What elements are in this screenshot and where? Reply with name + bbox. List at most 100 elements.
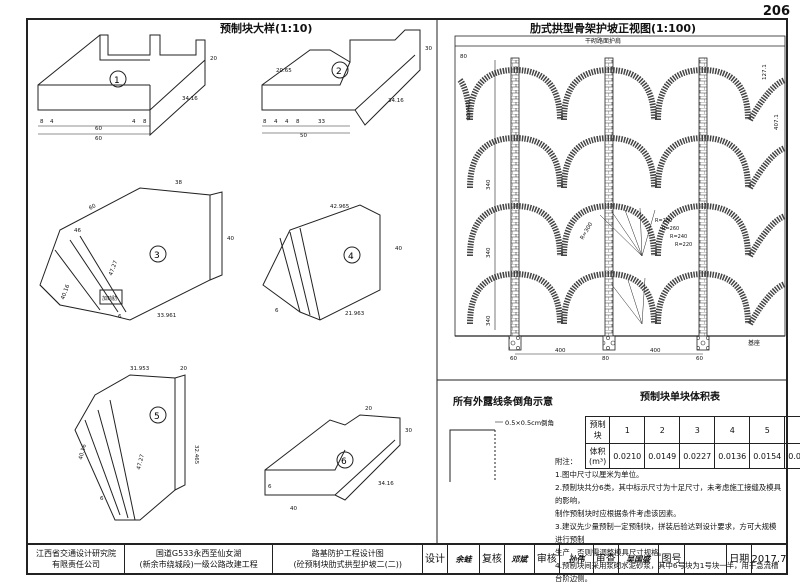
note-line: 2.预制块共分6类，其中标示尺寸为十足尺寸，未考虑施工接缝及模具的影响，: [555, 481, 783, 507]
svg-text:38: 38: [175, 180, 182, 186]
svg-text:4: 4: [50, 119, 54, 125]
svg-text:R=220: R=220: [675, 242, 692, 248]
svg-text:47.27: 47.27: [136, 453, 146, 470]
svg-text:400: 400: [650, 348, 661, 354]
block-id-1: 1: [114, 76, 120, 86]
svg-text:46: 46: [74, 228, 81, 234]
note-line: 制作预制块时应根据条件考虑该因素。: [555, 507, 783, 520]
svg-text:31.953: 31.953: [130, 366, 150, 372]
svg-text:34.16: 34.16: [378, 481, 394, 487]
svg-text:20: 20: [365, 406, 372, 412]
review-label: 复核: [480, 545, 505, 573]
svg-text:80: 80: [602, 356, 609, 362]
arch-rows: [460, 70, 785, 324]
table-header-cell: 预制块: [586, 417, 610, 444]
svg-text:R=280: R=280: [655, 218, 672, 224]
svg-text:42.965: 42.965: [330, 204, 350, 210]
svg-text:R=260: R=260: [662, 226, 679, 232]
svg-text:60: 60: [696, 356, 703, 362]
note-line: 附注：: [555, 455, 783, 468]
svg-text:340: 340: [486, 179, 492, 190]
svg-text:30: 30: [405, 428, 412, 434]
block-4-dims: 42.965 40 6 21.963: [275, 204, 402, 317]
chamfer-label: 0.5×0.5cm倒角: [505, 418, 554, 427]
chamfer-detail: [450, 422, 503, 482]
design-signature: 余蛙: [448, 545, 480, 573]
review-signature: 邓斌: [505, 545, 535, 573]
svg-text:80: 80: [460, 54, 467, 60]
svg-text:32.465: 32.465: [193, 445, 199, 465]
svg-text:8: 8: [263, 119, 267, 125]
svg-text:8: 8: [143, 119, 147, 125]
svg-text:21.963: 21.963: [345, 311, 365, 317]
block-1-dims: 8 4 4 8 60 60 34.16 20: [40, 56, 217, 142]
svg-text:400: 400: [555, 348, 566, 354]
svg-text:40.16: 40.16: [60, 283, 71, 300]
svg-text:R=240: R=240: [670, 234, 687, 240]
svg-text:407.1: 407.1: [774, 114, 780, 130]
block-id-2: 2: [336, 67, 342, 77]
svg-text:33.961: 33.961: [157, 313, 176, 319]
svg-text:20: 20: [180, 366, 187, 372]
figure-number: [685, 545, 727, 573]
figure-label: 图号: [659, 545, 686, 573]
svg-text:8: 8: [40, 119, 44, 125]
audit-signature: 孙伟: [560, 545, 594, 573]
svg-text:4: 4: [274, 119, 278, 125]
svg-text:40: 40: [395, 246, 402, 252]
design-label: 设计: [423, 545, 448, 573]
table-cell: 6: [785, 417, 800, 444]
svg-text:60: 60: [95, 136, 102, 142]
org-cell: 江西省交通设计研究院 有限责任公司: [28, 545, 125, 573]
elevation-drawing: [455, 36, 785, 354]
note-line: 3.建议先少量预制一定预制块，拼装后验达到设计要求，方可大规模进行预制: [555, 520, 783, 546]
svg-text:34.16: 34.16: [388, 98, 404, 104]
svg-text:6: 6: [275, 308, 279, 314]
project-cell: 国道G533永西至仙女湖 (新余市绕城段)一级公路改建工程: [125, 545, 273, 573]
svg-text:20: 20: [210, 56, 217, 62]
svg-text:33: 33: [318, 119, 325, 125]
svg-text:40: 40: [290, 506, 297, 512]
block-4: [263, 205, 380, 320]
table-cell: 5: [750, 417, 785, 444]
table-cell: 2: [645, 417, 680, 444]
svg-text:8: 8: [296, 119, 300, 125]
table-cell: 3: [680, 417, 715, 444]
svg-text:40: 40: [227, 236, 234, 242]
block-id-4: 4: [348, 252, 354, 262]
svg-text:60: 60: [88, 203, 97, 212]
svg-text:40.16: 40.16: [78, 443, 88, 460]
block-id-6: 6: [341, 457, 347, 467]
audit-label: 审核: [535, 545, 560, 573]
svg-text:20.65: 20.65: [276, 68, 292, 74]
svg-text:4: 4: [132, 119, 136, 125]
block-2: [262, 30, 420, 125]
svg-text:50: 50: [300, 133, 307, 139]
table-cell: 1: [610, 417, 645, 444]
svg-text:127.1: 127.1: [762, 64, 768, 80]
svg-text:6: 6: [268, 484, 272, 490]
date-label: 日期: [727, 545, 752, 573]
block-id-5: 5: [154, 412, 160, 422]
svg-text:340: 340: [486, 247, 492, 258]
date-value: 2017.7: [752, 545, 786, 573]
svg-text:30: 30: [425, 46, 432, 52]
block-id-3: 3: [154, 251, 160, 261]
elevation-labels: 干砌路面护肩 基座 400 400 60 80 60 340 340 340 8…: [460, 37, 780, 362]
svg-text:47.27: 47.27: [108, 259, 119, 276]
drawing-name-cell: 路基防护工程设计图 (砼预制块肋式拱型护坡二(二)): [273, 545, 423, 573]
block-6: [265, 415, 400, 500]
chamfer-title: 所有外露线条倒角示意: [453, 393, 553, 408]
block-2-dims: 20.65 8 4 4 8 33 50 30 34.16: [263, 46, 432, 139]
note-line: 1.图中尺寸以厘米为单位。: [555, 468, 783, 481]
block-5-dims: 31.953 20 32.465 6 47.27 40.16: [78, 366, 199, 502]
svg-text:34.16: 34.16: [182, 96, 198, 102]
svg-text:6: 6: [100, 496, 104, 502]
svg-text:4: 4: [285, 119, 289, 125]
svg-text:340: 340: [486, 315, 492, 326]
svg-text:60: 60: [510, 356, 517, 362]
svg-text:R=300: R=300: [580, 221, 595, 241]
chief-signature: 吴国盛: [619, 545, 659, 573]
block-5: [75, 375, 185, 520]
svg-text:10.465: 10.465: [466, 100, 472, 120]
